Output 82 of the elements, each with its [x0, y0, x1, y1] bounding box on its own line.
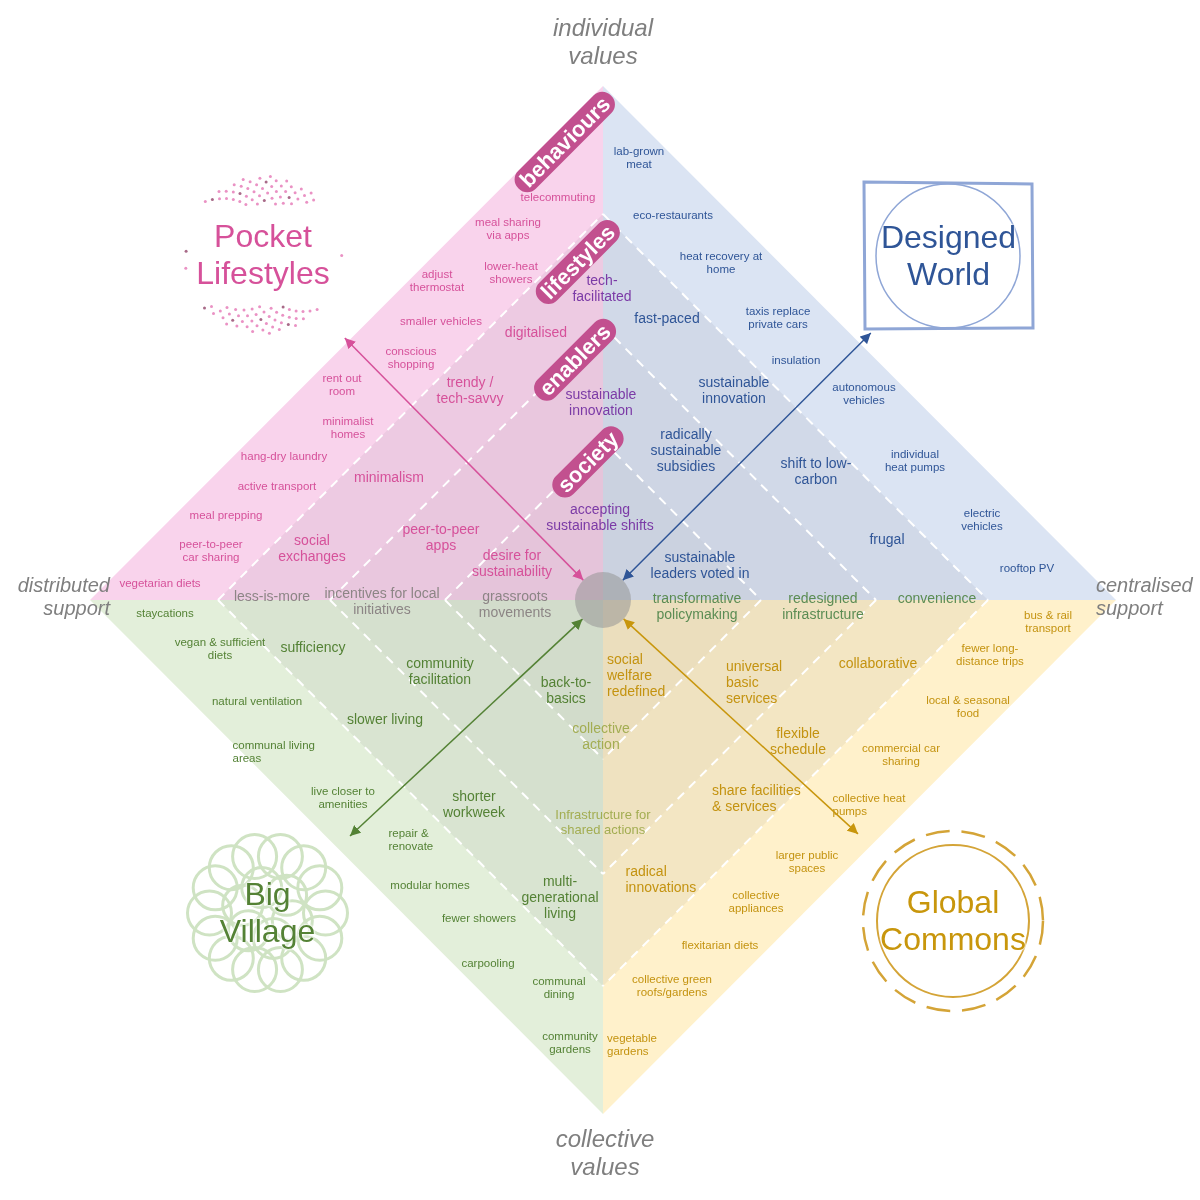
practice-label: Infrastructure for shared actions [554, 808, 652, 838]
practice-label: sufficiency [280, 638, 346, 656]
practice-label: fewer showers [441, 912, 517, 926]
practice-label: individual heat pumps [883, 447, 947, 475]
practice-label: autonomous vehicles [831, 380, 897, 408]
scenario-title: Designed World [879, 218, 1018, 293]
axis-label: individual values [551, 14, 655, 70]
practice-label: frugal [869, 530, 905, 548]
practice-label: hang-dry laundry [240, 450, 328, 464]
practice-label: electric vehicles [960, 506, 1004, 534]
practice-label: staycations [136, 607, 194, 621]
practice-label: smaller vehicles [400, 315, 482, 329]
practice-label: taxis replace private cars [744, 304, 812, 332]
practice-label: vegetable gardens [607, 1031, 658, 1059]
center-circle [575, 572, 631, 628]
practice-label: fast-paced [634, 309, 700, 327]
practice-label: community facilitation [405, 654, 475, 688]
axis-label: collective values [554, 1125, 656, 1181]
practice-label: sustainable innovation [697, 373, 771, 407]
practice-label: rooftop PV [999, 562, 1055, 576]
practice-label: multi-generational living [520, 872, 600, 922]
double-headed-arrow [349, 618, 584, 837]
practice-label: collective heat pumps [832, 791, 907, 819]
practice-label: collective green roofs/gardens [631, 972, 713, 1000]
practice-label: eco-restaurants [633, 209, 713, 223]
practice-label: conscious shopping [384, 344, 438, 372]
practice-label: share facilities & services [712, 781, 802, 815]
practice-label: grassroots movements [477, 587, 553, 621]
practice-label: incentives for local initiatives [323, 584, 441, 618]
practice-label: back-to-basics [539, 673, 593, 707]
practice-label: minimalist homes [321, 414, 375, 442]
practice-label: slower living [346, 710, 424, 728]
practice-label: collaborative [838, 654, 918, 672]
practice-label: community gardens [541, 1029, 599, 1057]
practice-label: radical innovations [625, 862, 698, 896]
practice-label: communal living areas [232, 738, 316, 766]
practice-label: heat recovery at home [679, 249, 763, 277]
practice-label: sustainable leaders voted in [649, 548, 751, 582]
practice-label: transformative policymaking [651, 589, 743, 623]
practice-label: adjust thermostat [408, 267, 466, 295]
practice-label: shift to low-carbon [779, 454, 853, 488]
practice-label: convenience [897, 589, 977, 607]
practice-label: communal dining [531, 974, 587, 1002]
practice-label: insulation [771, 354, 821, 368]
practice-label: accepting sustainable shifts [545, 500, 655, 534]
practice-label: active transport [237, 480, 317, 494]
practice-label: meal prepping [189, 509, 263, 523]
practice-label: live closer to amenities [310, 784, 376, 812]
practice-label: social exchanges [277, 531, 347, 565]
practice-label: modular homes [390, 879, 470, 893]
practice-label: collective action [571, 719, 631, 753]
axis-label: distributed support [16, 574, 110, 620]
practice-label: commercial car sharing [861, 741, 941, 769]
practice-label: redesigned infrastructure [781, 589, 865, 623]
double-headed-arrow [344, 337, 585, 581]
practice-label: flexitarian diets [681, 939, 759, 953]
practice-label: trendy / tech-savvy [435, 373, 505, 407]
practice-label: peer-to-peer car sharing [178, 537, 244, 565]
scenario-title: Global Commons [879, 884, 1027, 958]
practice-label: rent out room [321, 371, 363, 399]
practice-label: universal basic services [726, 657, 784, 707]
double-headed-arrow [622, 332, 872, 581]
practice-label: local & seasonal food [925, 693, 1011, 721]
practice-label: shorter workweek [442, 787, 506, 821]
practice-label: social welfare redefined [607, 650, 667, 700]
practice-label: repair & renovate [388, 826, 435, 854]
scenario-title: Pocket Lifestyles [195, 218, 331, 292]
practice-label: larger public spaces [774, 848, 840, 876]
practice-label: flexible schedule [768, 724, 827, 758]
practice-label: natural ventilation [211, 695, 303, 709]
practice-label: carpooling [461, 957, 515, 971]
practice-label: collective appliances [727, 888, 785, 916]
double-headed-arrow [622, 618, 859, 835]
scenario-title: Big Village [218, 876, 317, 950]
practice-label: less-is-more [233, 587, 311, 605]
practice-label: fewer long-distance trips [955, 641, 1025, 669]
practice-label: bus & rail transport [1023, 608, 1073, 636]
practice-label: vegetarian diets [119, 577, 201, 591]
axis-label: centralised support [1096, 574, 1194, 620]
practice-label: vegan & sufficient diets [173, 635, 267, 663]
practice-label: minimalism [354, 468, 424, 486]
practice-label: radically sustainable subsidies [649, 425, 723, 475]
